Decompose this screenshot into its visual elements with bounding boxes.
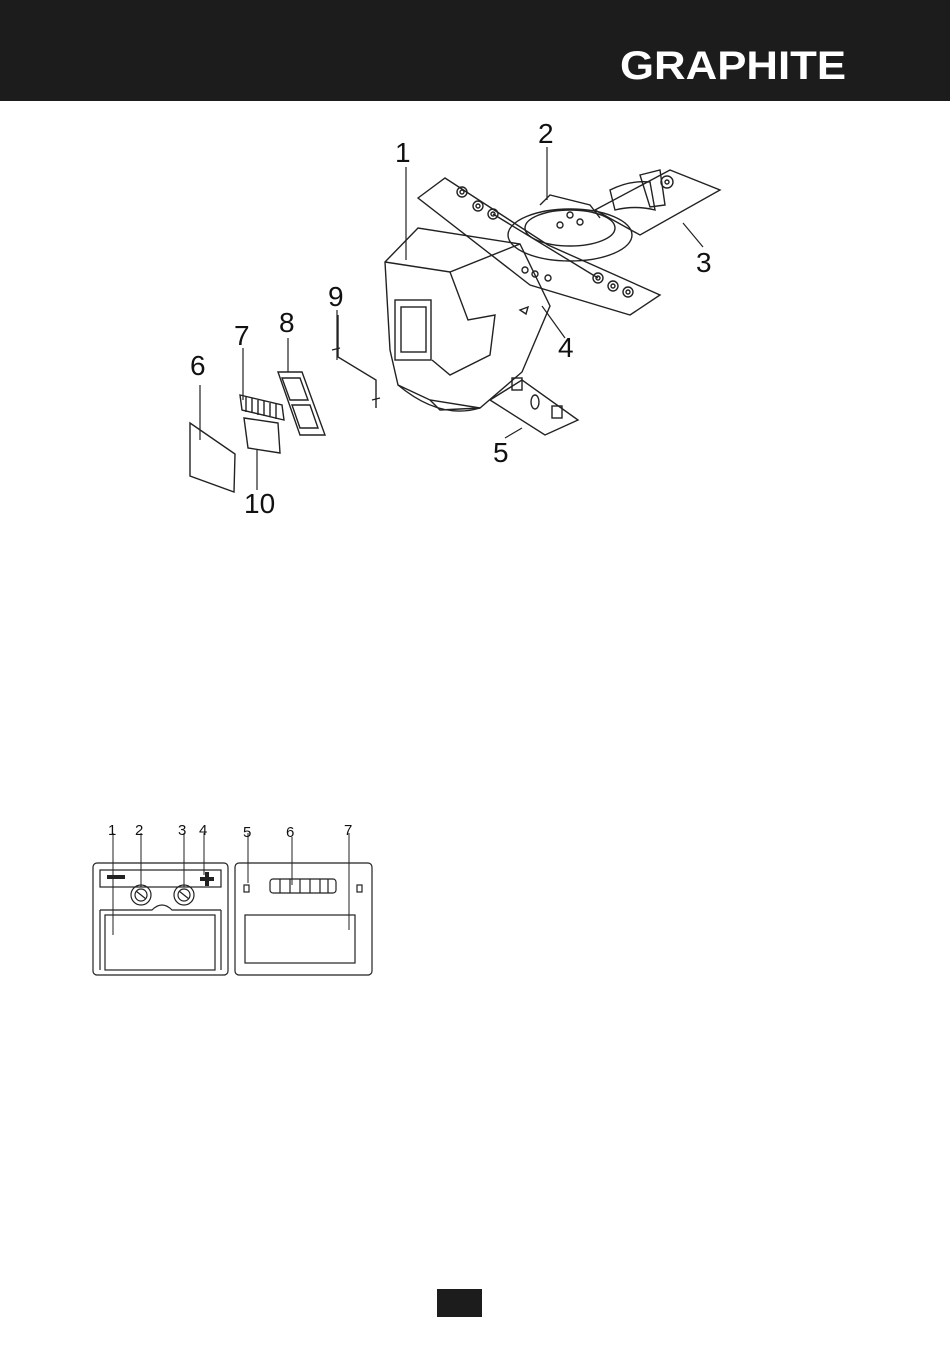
retaining-frame-spring xyxy=(332,315,380,408)
cartridge-callout-2: 2 xyxy=(135,822,143,839)
plus-icon xyxy=(200,872,214,886)
brand-logo: GRAPHITE xyxy=(620,46,846,86)
cartridge-callout-6: 6 xyxy=(286,824,294,841)
helmet-shell xyxy=(385,228,550,411)
header-bar: GRAPHITE xyxy=(0,0,950,101)
brand-logo-text: GRAPHITE xyxy=(620,46,846,86)
sensor-left xyxy=(244,885,249,892)
sensor-right xyxy=(357,885,362,892)
page-number-box xyxy=(437,1289,482,1317)
cartridge-holder xyxy=(278,372,325,435)
cartridge-callout-7: 7 xyxy=(344,822,352,839)
cartridge-callout-1: 1 xyxy=(108,822,116,839)
callout-8: 8 xyxy=(279,307,295,338)
callout-leader-lines xyxy=(200,147,703,490)
callout-9: 9 xyxy=(328,281,344,312)
cartridge-callout-4: 4 xyxy=(199,822,207,839)
callout-1: 1 xyxy=(395,137,411,168)
cartridge-callout-5: 5 xyxy=(243,824,251,841)
callout-10: 10 xyxy=(244,488,275,519)
helmet-exploded-diagram: 1 2 3 4 5 6 7 8 9 10 xyxy=(150,110,790,530)
callout-4: 4 xyxy=(558,332,574,363)
headgear-hardware xyxy=(418,178,660,315)
callout-7: 7 xyxy=(234,320,250,351)
cartridge-back-panel xyxy=(235,863,372,975)
adjustment-knob-set xyxy=(490,378,578,435)
headgear xyxy=(508,195,632,281)
minus-icon xyxy=(107,875,125,879)
outer-protective-lens xyxy=(190,423,235,492)
callout-2: 2 xyxy=(538,118,554,149)
cartridge-diagram: 1 2 3 4 5 6 7 xyxy=(85,815,385,985)
inner-protective-lens xyxy=(244,418,280,453)
callout-5: 5 xyxy=(493,437,509,468)
callout-3: 3 xyxy=(696,247,712,278)
callout-6: 6 xyxy=(190,350,206,381)
auto-darkening-filter xyxy=(240,395,284,420)
brand-logo-graphic: GRAPHITE xyxy=(620,46,846,86)
cartridge-callout-3: 3 xyxy=(178,822,186,839)
sweatband-assembly xyxy=(595,170,720,235)
back-filter-window xyxy=(245,915,355,963)
cartridge-leader-lines xyxy=(113,833,349,935)
front-filter-window xyxy=(105,915,215,970)
